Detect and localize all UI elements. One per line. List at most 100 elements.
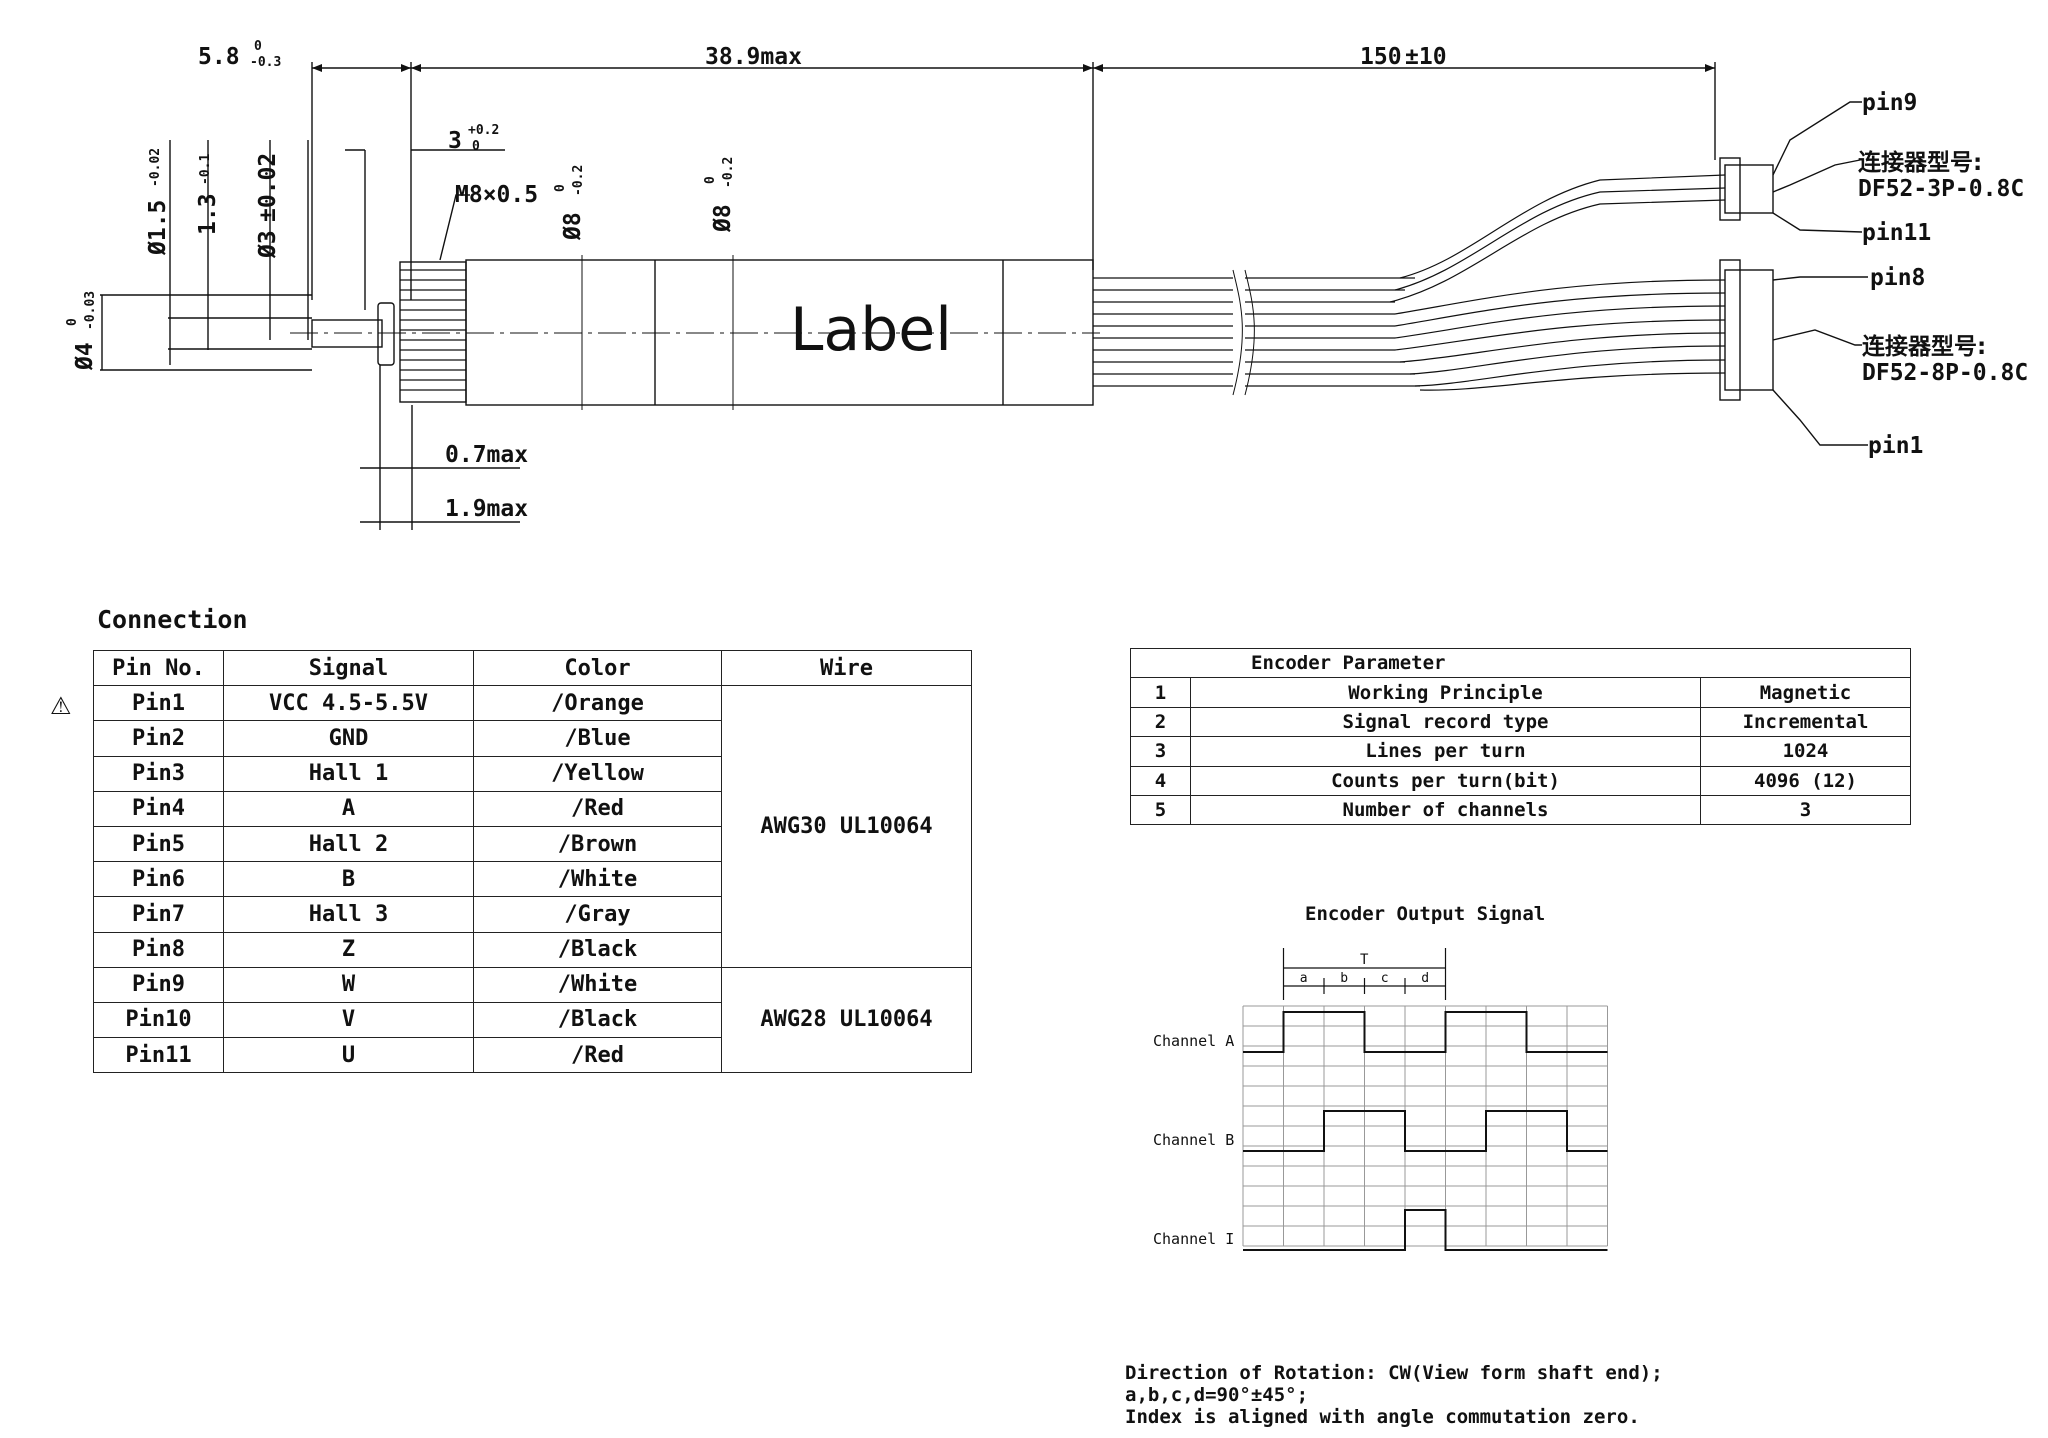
dim-1-9max: 1.9max <box>445 496 528 522</box>
dim-5-8-lower: -0.3 <box>250 55 281 70</box>
dim-150: 150 <box>1360 44 1402 70</box>
param-name: Signal record type <box>1190 706 1701 738</box>
table-row: Pin10 V /Black <box>93 1001 972 1039</box>
dia-4-lower: -0.03 <box>83 291 98 330</box>
signal-cell: B <box>223 861 474 898</box>
param-no: 2 <box>1130 706 1191 738</box>
waveform-a <box>1243 1011 1608 1053</box>
signal-cell: Hall 3 <box>223 896 474 933</box>
dia-1-3-tol: -0.1 <box>198 154 213 185</box>
pin-cell: Pin5 <box>93 825 224 863</box>
pin11-label: pin11 <box>1862 220 1931 246</box>
color-cell: /Orange <box>473 685 722 722</box>
color-cell: /White <box>473 966 722 1003</box>
dia-3-tol: ±0.02 <box>255 153 281 222</box>
color-cell: /Black <box>473 931 722 968</box>
rotation-note-3: Index is aligned with angle commutation … <box>1125 1406 1640 1428</box>
dia-8-b-lower: -0.2 <box>721 157 736 188</box>
pin-cell: Pin10 <box>93 1001 224 1039</box>
signal-cell: Z <box>223 931 474 968</box>
pin1-label: pin1 <box>1868 433 1923 459</box>
phase-a-label: a <box>1300 971 1308 986</box>
header-color: Color <box>473 649 722 687</box>
param-value: 1024 <box>1700 736 1911 767</box>
table-row: Pin1 VCC 4.5-5.5V /Orange AWG30 UL10064 <box>93 685 972 968</box>
pin-cell: Pin2 <box>93 720 224 757</box>
color-cell: /Blue <box>473 720 722 757</box>
phase-c-label: c <box>1381 971 1389 986</box>
phase-d-label: d <box>1421 971 1429 986</box>
table-row: Pin5 Hall 2 /Brown <box>93 825 972 863</box>
table-row: 5 Number of channels 3 <box>1130 794 1911 826</box>
channel-b-label: Channel B <box>1153 1131 1234 1149</box>
param-value: 3 <box>1700 794 1911 826</box>
color-cell: /Yellow <box>473 755 722 792</box>
param-name: Lines per turn <box>1190 736 1701 767</box>
table-row: Pin9 W /White AWG28 UL10064 <box>93 966 972 1074</box>
dia-8-b-upper: 0 <box>703 176 718 184</box>
signal-cell: VCC 4.5-5.5V <box>223 685 474 722</box>
wire-cell-group1: AWG30 UL10064 <box>721 685 972 968</box>
dim-0-7max: 0.7max <box>445 442 528 468</box>
connector-8p-label: 连接器型号: <box>1862 333 1986 360</box>
pin-cell: Pin7 <box>93 896 224 933</box>
dia-4-upper: 0 <box>65 318 80 326</box>
table-header-row: Encoder Parameter <box>1130 647 1911 679</box>
pin-cell: Pin6 <box>93 861 224 898</box>
param-value: 4096 (12) <box>1700 765 1911 796</box>
rotation-note-1: Direction of Rotation: CW(View form shaf… <box>1125 1362 1663 1384</box>
color-cell: /White <box>473 861 722 898</box>
pin-cell: Pin8 <box>93 931 224 968</box>
connection-table: Pin No. Signal Color Wire Pin1 VCC 4.5-5… <box>93 649 972 1074</box>
dim-5-8-upper: 0 <box>254 39 262 54</box>
table-row: 4 Counts per turn(bit) 4096 (12) <box>1130 765 1911 796</box>
waveform-b <box>1243 1110 1608 1152</box>
dia-4: Ø4 <box>72 342 98 371</box>
param-value: Magnetic <box>1700 677 1911 708</box>
table-row: Pin7 Hall 3 /Gray <box>93 896 972 933</box>
param-no: 5 <box>1130 794 1191 826</box>
dim-3-upper: +0.2 <box>468 123 499 138</box>
dim-3-lower: 0 <box>472 139 480 154</box>
param-name: Number of channels <box>1190 794 1701 826</box>
dia-8-a-upper: 0 <box>553 184 568 192</box>
pin-cell: Pin4 <box>93 790 224 827</box>
pin-cell: Pin3 <box>93 755 224 792</box>
param-no: 3 <box>1130 736 1191 767</box>
rotation-note-2: a,b,c,d=90°±45°; <box>1125 1384 1309 1406</box>
pin-cell: Pin9 <box>93 966 224 1003</box>
header-wire: Wire <box>721 649 972 687</box>
encoder-parameter-title: Encoder Parameter <box>1130 647 1911 679</box>
table-row: Pin4 A /Red <box>93 790 972 827</box>
signal-cell: GND <box>223 720 474 757</box>
pin8-label: pin8 <box>1870 265 1925 291</box>
table-row: 1 Working Principle Magnetic <box>1130 677 1911 708</box>
output-signal-diagram: T a b c d Channel A Channel B Channel I <box>1153 948 1608 1251</box>
thread-spec: M8×0.5 <box>455 182 538 208</box>
table-row: 2 Signal record type Incremental <box>1130 706 1911 738</box>
pin9-label: pin9 <box>1862 90 1917 116</box>
color-cell: /Red <box>473 790 722 827</box>
connector-3p-label: 连接器型号: <box>1858 149 1982 176</box>
dia-3: Ø3 <box>255 230 281 259</box>
signal-cell: U <box>223 1037 474 1074</box>
output-signal-title: Encoder Output Signal <box>1305 903 1546 925</box>
dia-8-a-lower: -0.2 <box>571 165 586 196</box>
connector-8p-model: DF52-8P-0.8C <box>1862 360 2028 386</box>
param-no: 1 <box>1130 677 1191 708</box>
body-label: Label <box>790 295 952 365</box>
period-label: T <box>1360 952 1369 968</box>
phase-b-label: b <box>1340 971 1348 986</box>
signal-cell: V <box>223 1001 474 1039</box>
encoder-parameter-table: Encoder Parameter 1 Working Principle Ma… <box>1130 647 1911 826</box>
table-header-row: Pin No. Signal Color Wire <box>93 649 972 687</box>
color-cell: /Gray <box>473 896 722 933</box>
signal-cell: Hall 2 <box>223 825 474 863</box>
dim-38-9: 38.9max <box>705 44 802 70</box>
pin-cell: Pin1 <box>93 685 224 722</box>
signal-cell: A <box>223 790 474 827</box>
table-row: 3 Lines per turn 1024 <box>1130 736 1911 767</box>
color-cell: /Black <box>473 1001 722 1039</box>
dim-3: 3 <box>448 128 462 154</box>
param-name: Counts per turn(bit) <box>1190 765 1701 796</box>
